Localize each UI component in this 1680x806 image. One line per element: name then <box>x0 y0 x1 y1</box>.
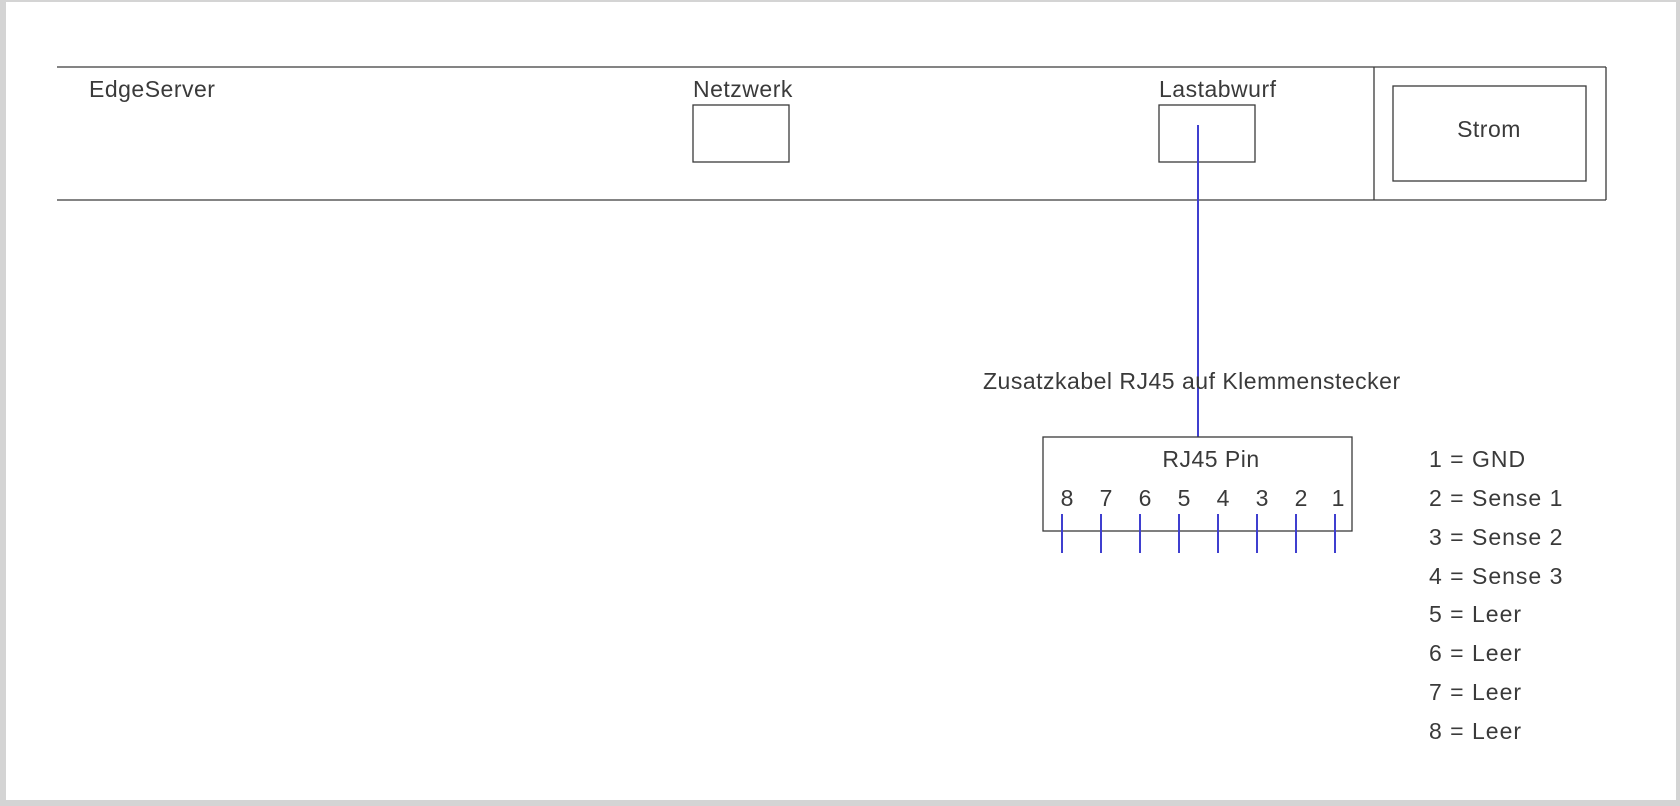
legend-item: 6 = Leer <box>1429 640 1522 666</box>
pin-legend: 1 = GND 2 = Sense 1 3 = Sense 2 4 = Sens… <box>1429 446 1563 744</box>
power-box <box>1392 85 1587 182</box>
cable-label: Zusatzkabel RJ45 auf Klemmenstecker <box>983 368 1401 394</box>
legend-item: 7 = Leer <box>1429 679 1522 705</box>
pin-number: 2 <box>1295 485 1308 511</box>
pin-numbers: 8 7 6 5 4 3 2 1 <box>1061 485 1345 511</box>
load-shedding-port <box>1158 104 1256 163</box>
legend-item: 3 = Sense 2 <box>1429 524 1563 550</box>
pin-number: 5 <box>1178 485 1191 511</box>
rj45-connector <box>1042 436 1353 532</box>
pin-number: 7 <box>1100 485 1113 511</box>
legend-item: 2 = Sense 1 <box>1429 485 1563 511</box>
network-port <box>692 104 790 163</box>
legend-item: 1 = GND <box>1429 446 1526 472</box>
rj45-title: RJ45 Pin <box>1162 446 1259 472</box>
power-label: Strom <box>1457 116 1521 142</box>
pin-number: 3 <box>1256 485 1269 511</box>
legend-item: 5 = Leer <box>1429 601 1522 627</box>
pin-number: 6 <box>1139 485 1152 511</box>
network-port-label: Netzwerk <box>693 76 793 102</box>
legend-item: 8 = Leer <box>1429 718 1522 744</box>
pin-leads <box>1061 514 1336 553</box>
legend-item: 4 = Sense 3 <box>1429 563 1563 589</box>
pin-number: 1 <box>1332 485 1345 511</box>
pin-number: 4 <box>1217 485 1230 511</box>
load-shedding-port-label: Lastabwurf <box>1159 76 1277 102</box>
device-name-label: EdgeServer <box>89 76 215 102</box>
pin-number: 8 <box>1061 485 1074 511</box>
